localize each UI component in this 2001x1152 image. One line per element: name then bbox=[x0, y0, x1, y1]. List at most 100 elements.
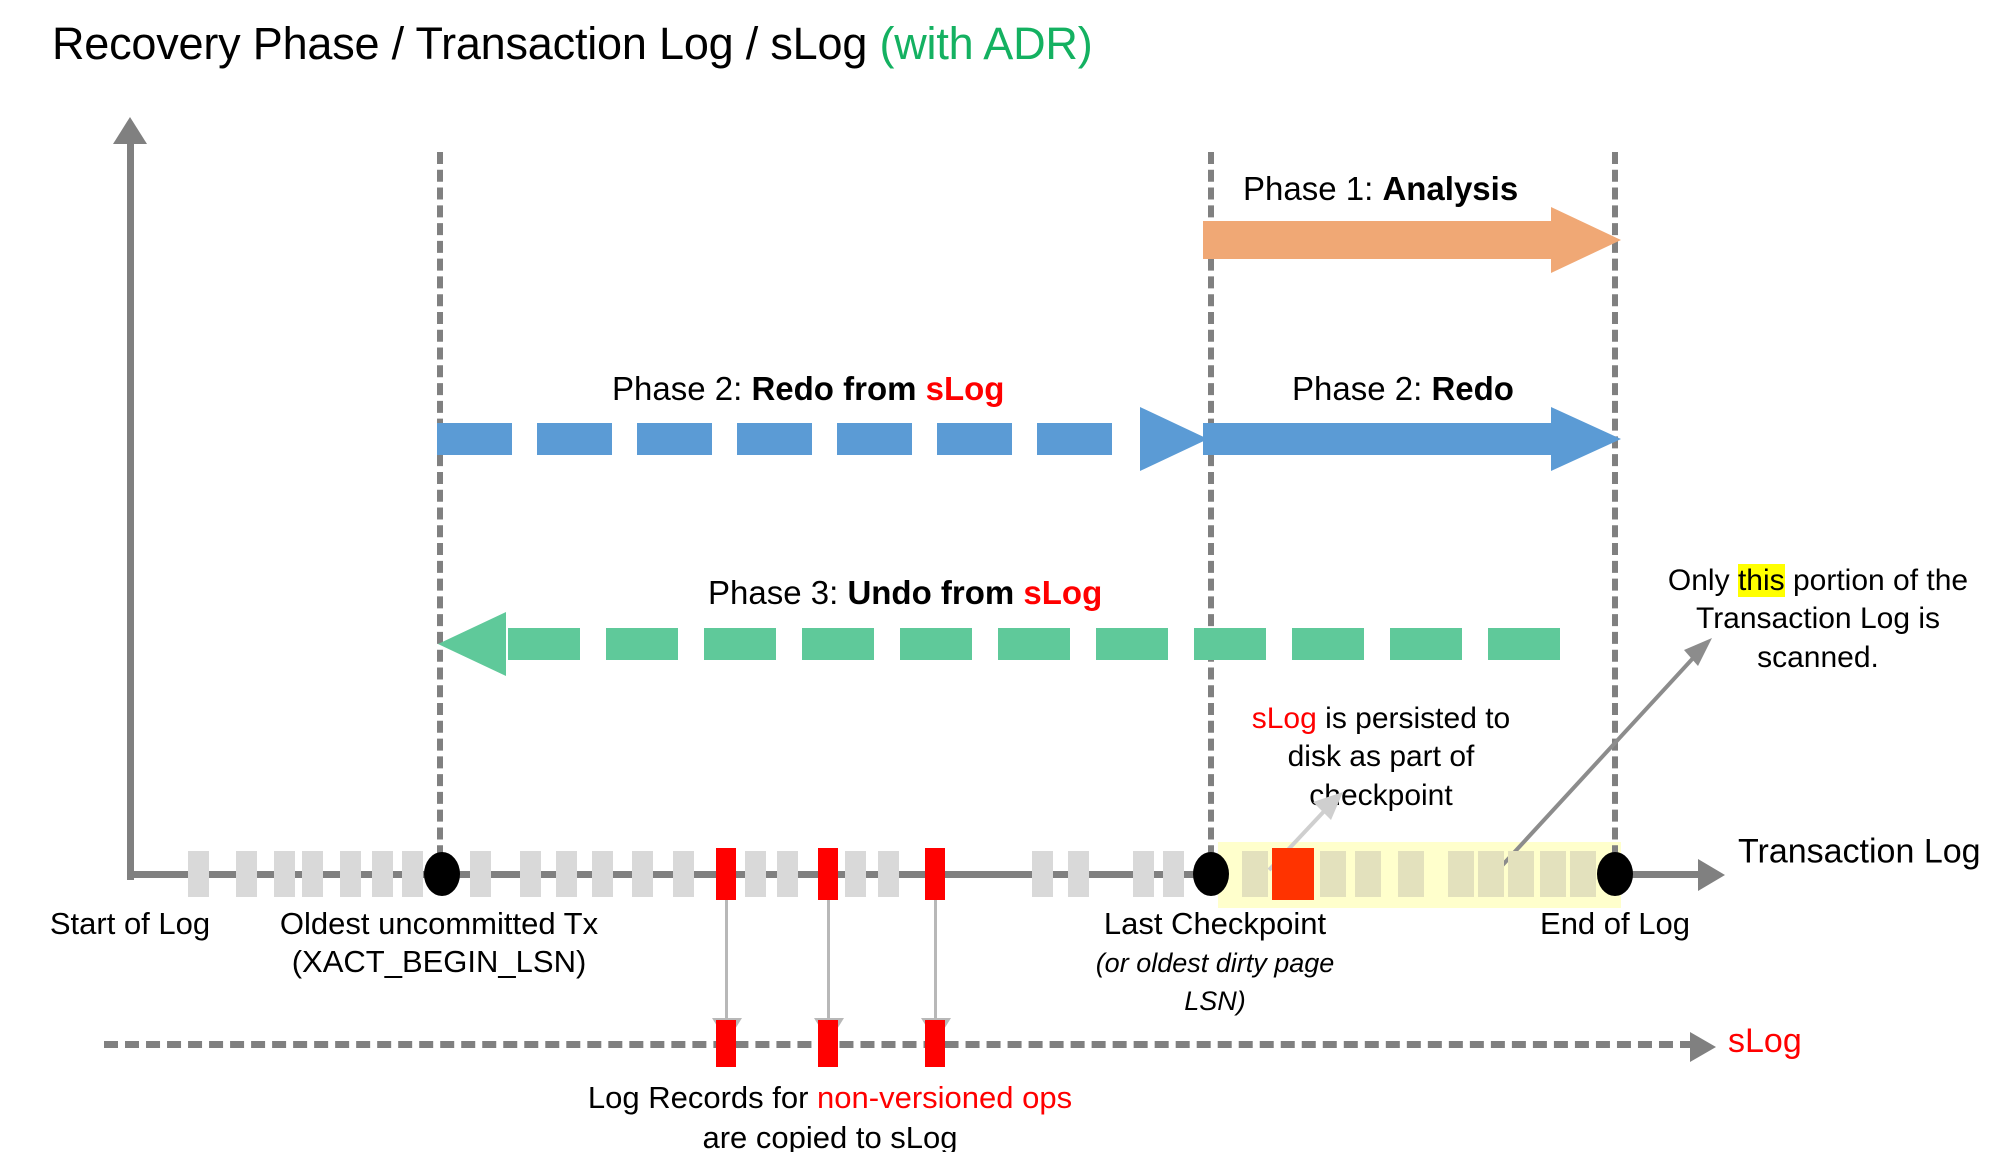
slog-axis-line bbox=[104, 1041, 1694, 1048]
log-block bbox=[1398, 851, 1424, 897]
label-xact-begin-lsn: (XACT_BEGIN_LSN) bbox=[291, 943, 587, 979]
log-block bbox=[592, 851, 613, 897]
log-block bbox=[556, 851, 577, 897]
label-oldest-uncommitted-tx-text: Oldest uncommitted Tx bbox=[279, 906, 599, 941]
guide-last-checkpoint bbox=[1208, 152, 1214, 875]
log-block bbox=[372, 851, 393, 897]
log-block bbox=[632, 851, 653, 897]
checkpoint-slog-record bbox=[1272, 848, 1314, 900]
label-oldest-dirty-page-lsn: (or oldest dirty page LSN) bbox=[1095, 947, 1335, 1016]
marker-end-of-log bbox=[1597, 852, 1633, 896]
copy-connector-line bbox=[827, 900, 830, 1020]
phase-2b-name: Redo bbox=[1431, 370, 1514, 407]
log-block bbox=[1068, 851, 1089, 897]
phase-1-analysis-arrow bbox=[1203, 207, 1621, 273]
log-block bbox=[302, 851, 323, 897]
phase-3-slog: sLog bbox=[1023, 574, 1103, 611]
log-block bbox=[340, 851, 361, 897]
phase-1-name: Analysis bbox=[1382, 170, 1519, 207]
log-block bbox=[1478, 851, 1504, 897]
log-block bbox=[1032, 851, 1053, 897]
checkpoint-note-slog: sLog bbox=[1251, 702, 1317, 735]
scanned-portion-note: Only this portion of the Transaction Log… bbox=[1648, 562, 1988, 677]
log-block bbox=[470, 851, 491, 897]
slog-axis-arrowhead bbox=[1690, 1032, 1716, 1062]
log-block bbox=[878, 851, 899, 897]
log-block bbox=[1133, 851, 1154, 897]
phase-1-prefix: Phase 1: bbox=[1243, 170, 1383, 207]
phase-3-undo-from-slog-label: Phase 3: Undo from sLog bbox=[708, 574, 1102, 612]
y-axis-line bbox=[127, 135, 134, 880]
marker-oldest-uncommitted-tx bbox=[424, 852, 460, 896]
y-axis-arrowhead bbox=[113, 117, 147, 144]
phase-2a-arrowhead bbox=[1140, 407, 1208, 471]
scanned-portion-leader-arrow bbox=[1496, 638, 1712, 872]
phase-2-redo-from-slog-label: Phase 2: Redo from sLog bbox=[612, 370, 1004, 408]
phase-2b-arrowhead bbox=[1551, 407, 1621, 471]
phase-1-analysis-label: Phase 1: Analysis bbox=[1243, 170, 1518, 208]
log-block bbox=[745, 851, 766, 897]
nonversioned-log-record bbox=[716, 848, 736, 900]
log-block bbox=[520, 851, 541, 897]
label-last-checkpoint: Last Checkpoint (or oldest dirty page LS… bbox=[1070, 905, 1360, 1018]
marker-last-checkpoint bbox=[1193, 852, 1229, 896]
slog-record bbox=[716, 1020, 736, 1067]
copied-to-slog-note: Log Records for non-versioned ops are co… bbox=[540, 1078, 1120, 1152]
slog-record bbox=[818, 1020, 838, 1067]
log-block bbox=[402, 851, 423, 897]
scanned-note-post: portion of the bbox=[1784, 564, 1969, 597]
phase-3-name: Undo from bbox=[847, 574, 1024, 611]
guide-oldest-uncommitted-tx bbox=[437, 152, 443, 875]
log-block bbox=[1508, 851, 1534, 897]
phase-2b-prefix: Phase 2: bbox=[1292, 370, 1432, 407]
page-title-main: Recovery Phase / Transaction Log / sLog bbox=[52, 18, 880, 69]
phase-2a-prefix: Phase 2: bbox=[612, 370, 752, 407]
copy-connector-line bbox=[934, 900, 937, 1020]
scanned-note-pre: Only bbox=[1667, 564, 1738, 597]
copy-connector-line bbox=[725, 900, 728, 1020]
transaction-log-axis-arrowhead bbox=[1698, 859, 1725, 891]
log-block bbox=[845, 851, 866, 897]
copied-note-pre: Log Records for bbox=[587, 1080, 818, 1115]
slog-axis-label: sLog bbox=[1728, 1022, 1802, 1060]
guide-end-of-log bbox=[1612, 152, 1618, 875]
phase-3-undo-from-slog-arrow bbox=[438, 612, 1612, 676]
slog-record bbox=[925, 1020, 945, 1067]
log-block bbox=[1355, 851, 1381, 897]
label-oldest-uncommitted-tx: Oldest uncommitted Tx (XACT_BEGIN_LSN) bbox=[244, 905, 634, 981]
phase-1-arrowhead bbox=[1551, 207, 1621, 273]
log-block bbox=[673, 851, 694, 897]
label-start-of-log: Start of Log bbox=[20, 905, 240, 943]
phase-3-arrowhead bbox=[438, 612, 506, 676]
log-block bbox=[236, 851, 257, 897]
scanned-note-line2: Transaction Log is scanned. bbox=[1695, 602, 1940, 674]
phase-2-redo-from-slog-arrow bbox=[437, 407, 1212, 471]
transaction-log-axis-label: Transaction Log bbox=[1738, 832, 1981, 871]
phase-2a-name: Redo from bbox=[751, 370, 926, 407]
log-block bbox=[1242, 851, 1268, 897]
transaction-log-axis-line bbox=[130, 871, 1700, 878]
page-title: Recovery Phase / Transaction Log / sLog … bbox=[52, 18, 1093, 70]
phase-2-redo-arrow bbox=[1203, 407, 1621, 471]
label-start-of-log-text: Start of Log bbox=[49, 906, 211, 941]
label-end-of-log-text: End of Log bbox=[1540, 906, 1690, 941]
phase-2-redo-label: Phase 2: Redo bbox=[1292, 370, 1514, 408]
log-block bbox=[1448, 851, 1474, 897]
checkpoint-note-line2: disk as part of bbox=[1287, 740, 1475, 774]
log-block bbox=[1163, 851, 1184, 897]
copied-note-nonversioned: non-versioned ops bbox=[817, 1080, 1073, 1115]
scanned-note-highlight: this bbox=[1737, 564, 1785, 597]
log-block bbox=[188, 851, 209, 897]
log-block bbox=[1320, 851, 1346, 897]
page-title-adr: (with ADR) bbox=[879, 18, 1093, 69]
phase-3-prefix: Phase 3: bbox=[708, 574, 848, 611]
log-block bbox=[777, 851, 798, 897]
nonversioned-log-record bbox=[925, 848, 945, 900]
checkpoint-note-rest: is persisted to bbox=[1316, 702, 1511, 735]
phase-2a-slog: sLog bbox=[925, 370, 1005, 407]
nonversioned-log-record bbox=[818, 848, 838, 900]
label-end-of-log: End of Log bbox=[1490, 905, 1740, 943]
log-block bbox=[274, 851, 295, 897]
copied-note-line2: are copied to sLog bbox=[702, 1120, 958, 1152]
